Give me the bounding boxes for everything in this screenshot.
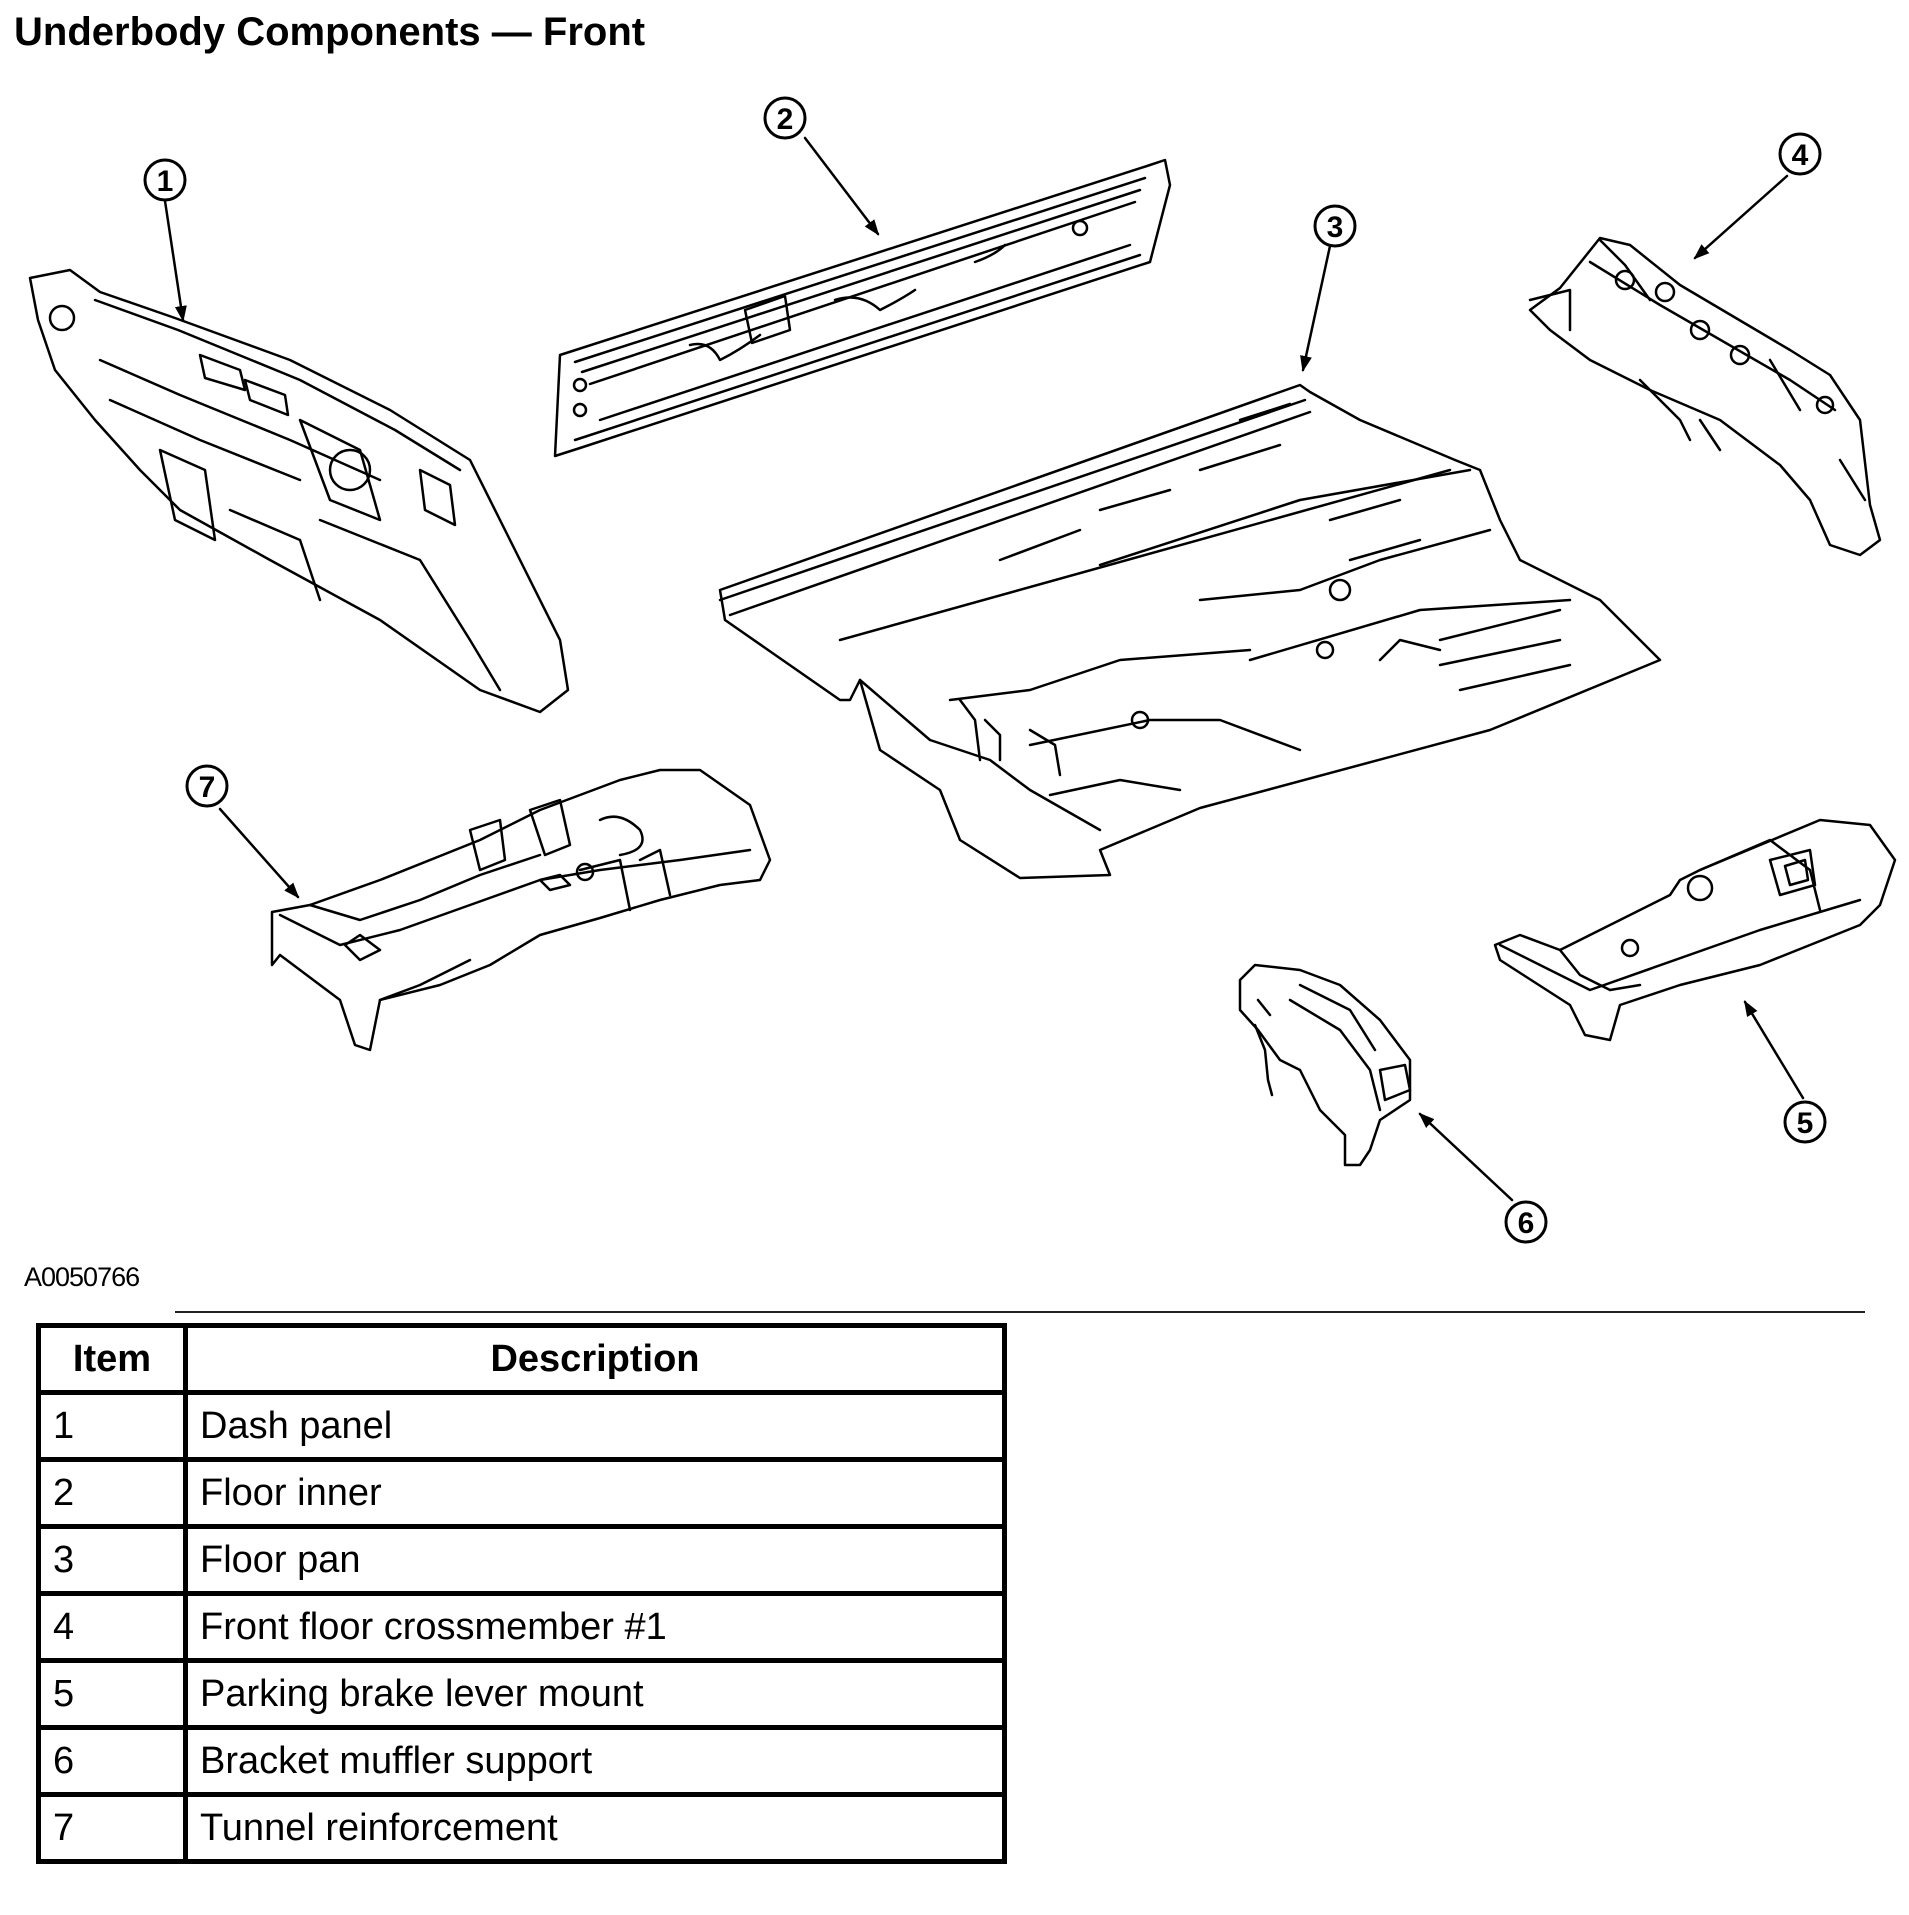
table-row: 1 Dash panel xyxy=(36,1390,1007,1462)
callout-6: 6 xyxy=(1504,1200,1548,1244)
row-description: Tunnel reinforcement xyxy=(183,1792,1007,1864)
part-floor-pan xyxy=(718,383,1662,880)
row-description: Floor pan xyxy=(183,1524,1007,1596)
callout-4: 4 xyxy=(1778,132,1822,176)
callout-3: 3 xyxy=(1313,204,1357,248)
row-item: 2 xyxy=(36,1457,188,1529)
part-dash-panel xyxy=(28,268,570,714)
table-row: 6 Bracket muffler support xyxy=(36,1725,1007,1797)
callout-leaders xyxy=(163,136,1805,1202)
row-item: 7 xyxy=(36,1792,188,1864)
part-tunnel-reinforcement xyxy=(270,768,772,1052)
row-item: 1 xyxy=(36,1390,188,1462)
figure-id: A0050766 xyxy=(24,1262,140,1292)
part-front-floor-crossmember xyxy=(1528,236,1882,557)
callout-5: 5 xyxy=(1783,1100,1827,1144)
part-bracket-muffler-support xyxy=(1238,963,1412,1167)
part-floor-inner xyxy=(553,158,1172,458)
legend-table: Item Description 1 Dash panel 2 Floor in… xyxy=(36,1323,1007,1864)
part-parking-brake-lever-mount xyxy=(1493,818,1897,1042)
callout-4-label: 4 xyxy=(1792,139,1809,172)
row-description: Parking brake lever mount xyxy=(183,1658,1007,1730)
callout-2-label: 2 xyxy=(777,103,794,136)
callout-6-label: 6 xyxy=(1518,1207,1535,1240)
page-title: Underbody Components — Front xyxy=(14,10,646,54)
legend-header-row: Item Description xyxy=(36,1323,1007,1395)
callout-1: 1 xyxy=(143,158,187,202)
callout-1-label: 1 xyxy=(157,165,174,198)
callout-7-label: 7 xyxy=(199,771,216,804)
table-row: 5 Parking brake lever mount xyxy=(36,1658,1007,1730)
table-row: 7 Tunnel reinforcement xyxy=(36,1792,1007,1864)
callout-3-label: 3 xyxy=(1327,211,1344,244)
callout-7: 7 xyxy=(185,764,229,808)
parts-illustration: 1 2 3 4 5 6 7 xyxy=(28,96,1897,1244)
callout-2: 2 xyxy=(763,96,807,140)
row-description: Bracket muffler support xyxy=(183,1725,1007,1797)
table-row: 3 Floor pan xyxy=(36,1524,1007,1596)
callout-5-label: 5 xyxy=(1797,1107,1814,1140)
row-description: Dash panel xyxy=(183,1390,1007,1462)
row-item: 3 xyxy=(36,1524,188,1596)
row-description: Floor inner xyxy=(183,1457,1007,1529)
row-description: Front floor crossmember #1 xyxy=(183,1591,1007,1663)
row-item: 6 xyxy=(36,1725,188,1797)
row-item: 4 xyxy=(36,1591,188,1663)
header-description: Description xyxy=(183,1323,1007,1395)
table-row: 2 Floor inner xyxy=(36,1457,1007,1529)
row-item: 5 xyxy=(36,1658,188,1730)
header-item: Item xyxy=(36,1323,188,1395)
table-row: 4 Front floor crossmember #1 xyxy=(36,1591,1007,1663)
divider xyxy=(175,1311,1865,1313)
